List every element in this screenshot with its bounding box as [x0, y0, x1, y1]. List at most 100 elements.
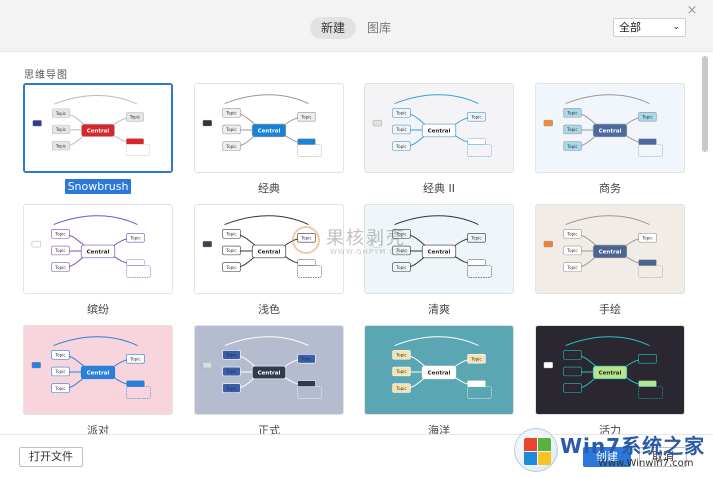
topic-node: [563, 366, 582, 377]
topic-node: [563, 262, 582, 272]
subtopic-group: [467, 386, 492, 399]
chevron-down-icon: ⌄: [672, 22, 680, 32]
topic-node: [51, 366, 70, 377]
floating-topic-marker: [372, 119, 382, 127]
topic-node: [51, 245, 70, 256]
connector-line: [394, 215, 479, 226]
topic-label: Topic: [641, 236, 652, 241]
accent-node: [297, 259, 316, 266]
topic-node: [392, 383, 411, 393]
topic-label: Topic: [300, 236, 311, 241]
tab-gallery[interactable]: 图库: [367, 21, 392, 35]
floating-topic-marker: [202, 119, 212, 127]
topic-label: Topic: [566, 386, 577, 391]
vertical-scrollbar[interactable]: [702, 56, 708, 152]
category-filter-dropdown[interactable]: 全部 ⌄: [613, 18, 686, 37]
template-name-label: Snowbrush: [64, 179, 132, 194]
tab-new[interactable]: 新建: [310, 17, 357, 39]
accent-node: [467, 138, 486, 145]
central-node: [592, 244, 628, 259]
template-name: 商务: [535, 180, 685, 196]
floating-topic-marker: [32, 120, 42, 127]
central-node: [251, 244, 287, 259]
template-name-label: 经典 II: [423, 182, 455, 195]
connector-line: [565, 94, 650, 105]
accent-node: [467, 380, 486, 387]
topic-label: Topic: [395, 111, 406, 116]
subtopic-group: [126, 386, 151, 399]
topic-label: Topic: [395, 386, 406, 391]
topic-node: [51, 262, 70, 272]
template-name-label: 派对: [87, 424, 109, 437]
topic-node: [51, 141, 71, 151]
topic-label: Topic: [225, 127, 236, 132]
template-name: 经典: [194, 180, 344, 196]
topic-node: [222, 262, 241, 272]
floating-topic-marker: [372, 361, 382, 369]
template-name: 缤纷: [23, 301, 173, 317]
topic-label: Topic: [566, 127, 577, 132]
central-node: [421, 365, 457, 380]
central-label: Central: [428, 129, 451, 135]
connector-line: [224, 336, 309, 347]
topic-node: [222, 366, 241, 377]
topic-node: [222, 245, 241, 256]
central-node: [592, 365, 628, 380]
topic-label: Topic: [225, 144, 236, 149]
topic-node: [222, 383, 241, 393]
floating-topic-marker: [543, 240, 553, 248]
open-file-button[interactable]: 打开文件: [19, 447, 83, 467]
topic-node: [392, 262, 411, 272]
accent-node: [297, 138, 316, 145]
section-title: 思维导图: [24, 70, 68, 81]
template-name-label: 商务: [599, 182, 621, 195]
topic-node: [222, 124, 241, 135]
template-name: 正式: [194, 422, 344, 438]
template-name: 海洋: [364, 422, 514, 438]
topic-node: [563, 141, 582, 151]
central-label: Central: [87, 250, 110, 256]
subtopic-group: [126, 265, 151, 278]
topic-label: Topic: [54, 353, 65, 358]
central-label: Central: [428, 371, 451, 377]
create-button[interactable]: 创建: [583, 447, 631, 467]
connector-line: [54, 95, 138, 105]
topic-label: Topic: [225, 265, 236, 270]
topic-node: [563, 124, 582, 135]
connector-line: [565, 215, 650, 226]
topic-node: [51, 124, 71, 135]
close-icon[interactable]: ×: [686, 3, 698, 18]
topic-node: [392, 366, 411, 377]
topic-node: [638, 354, 657, 364]
topic-node: [563, 350, 582, 360]
topic-node: [222, 229, 241, 239]
central-label: Central: [258, 250, 281, 256]
topic-label: Topic: [566, 111, 577, 116]
topic-label: Topic: [225, 232, 236, 237]
cancel-button[interactable]: 取消: [639, 447, 687, 467]
accent-node: [467, 259, 486, 266]
central-node: [81, 123, 115, 137]
floating-topic-marker: [543, 361, 553, 369]
topic-label: Topic: [395, 232, 406, 237]
topic-node: [51, 108, 71, 118]
topic-label: Topic: [566, 144, 577, 149]
